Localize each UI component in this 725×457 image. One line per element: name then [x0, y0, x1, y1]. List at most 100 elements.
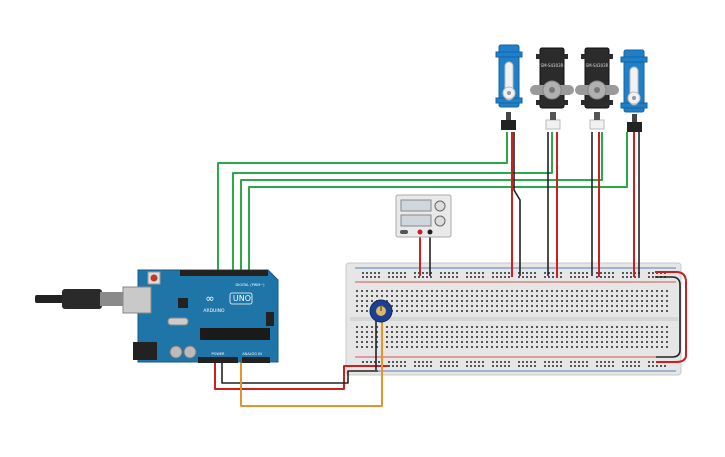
breadboard-hole — [366, 305, 368, 307]
breadboard-hole — [531, 300, 533, 302]
breadboard-hole — [361, 326, 363, 328]
breadboard-hole — [496, 290, 498, 292]
breadboard-hole — [652, 361, 654, 363]
breadboard-hole — [526, 276, 528, 278]
breadboard-hole — [356, 305, 358, 307]
breadboard-hole — [516, 310, 518, 312]
breadboard-hole — [426, 300, 428, 302]
breadboard-hole — [656, 331, 658, 333]
breadboard-hole — [431, 341, 433, 343]
breadboard-hole — [521, 310, 523, 312]
breadboard-hole — [374, 276, 376, 278]
potentiometer[interactable] — [369, 299, 393, 323]
breadboard-hole — [534, 361, 536, 363]
breadboard[interactable] — [345, 262, 682, 376]
breadboard-hole — [646, 331, 648, 333]
wires — [214, 132, 687, 407]
servo-motor-3[interactable]: SM-S4303R — [575, 47, 619, 130]
breadboard-hole — [600, 361, 602, 363]
breadboard-hole — [496, 361, 498, 363]
breadboard-hole — [556, 290, 558, 292]
breadboard-hole — [651, 326, 653, 328]
breadboard-hole — [591, 305, 593, 307]
breadboard-hole — [616, 305, 618, 307]
breadboard-hole — [641, 346, 643, 348]
breadboard-hole — [506, 331, 508, 333]
breadboard-hole — [500, 365, 502, 367]
breadboard-hole — [452, 361, 454, 363]
breadboard-hole — [521, 290, 523, 292]
breadboard-hole — [422, 361, 424, 363]
breadboard-hole — [636, 326, 638, 328]
breadboard-hole — [616, 300, 618, 302]
breadboard-hole — [356, 336, 358, 338]
breadboard-hole — [518, 361, 520, 363]
breadboard-hole — [631, 310, 633, 312]
breadboard-hole — [541, 295, 543, 297]
breadboard-hole — [356, 341, 358, 343]
breadboard-hole — [544, 361, 546, 363]
breadboard-hole — [376, 326, 378, 328]
breadboard-hole — [570, 365, 572, 367]
breadboard-hole — [416, 300, 418, 302]
power-header — [198, 357, 238, 363]
breadboard-hole — [612, 276, 614, 278]
breadboard-hole — [456, 295, 458, 297]
servo-motor-2[interactable]: SM-S4303R — [530, 47, 574, 130]
breadboard-hole — [501, 305, 503, 307]
breadboard-hole — [440, 272, 442, 274]
breadboard-hole — [378, 276, 380, 278]
breadboard-hole — [586, 361, 588, 363]
breadboard-hole — [591, 310, 593, 312]
breadboard-hole — [421, 300, 423, 302]
arduino-uno[interactable]: ∞ UNO ARDUINO DIGITAL (PWM~) POWER ANALO… — [122, 269, 279, 363]
breadboard-hole — [561, 341, 563, 343]
breadboard-hole — [476, 290, 478, 292]
breadboard-hole — [466, 341, 468, 343]
breadboard-hole — [436, 346, 438, 348]
breadboard-hole — [501, 295, 503, 297]
breadboard-hole — [546, 290, 548, 292]
breadboard-hole — [436, 300, 438, 302]
breadboard-hole — [544, 276, 546, 278]
breadboard-hole — [638, 361, 640, 363]
breadboard-hole — [656, 295, 658, 297]
breadboard-hole — [581, 290, 583, 292]
breadboard-hole — [381, 290, 383, 292]
breadboard-hole — [521, 341, 523, 343]
servo-motor-1[interactable] — [495, 44, 523, 130]
breadboard-hole — [608, 361, 610, 363]
breadboard-hole — [421, 290, 423, 292]
breadboard-hole — [566, 300, 568, 302]
breadboard-hole — [530, 276, 532, 278]
breadboard-hole — [626, 272, 628, 274]
breadboard-hole — [501, 346, 503, 348]
power-supply[interactable] — [395, 194, 452, 238]
breadboard-hole — [631, 300, 633, 302]
breadboard-hole — [496, 341, 498, 343]
breadboard-hole — [491, 305, 493, 307]
breadboard-hole — [536, 290, 538, 292]
breadboard-hole — [451, 331, 453, 333]
breadboard-hole — [391, 346, 393, 348]
servo-motor-4[interactable] — [620, 49, 648, 132]
breadboard-hole — [631, 295, 633, 297]
breadboard-hole — [411, 326, 413, 328]
breadboard-hole — [474, 276, 476, 278]
breadboard-hole — [606, 346, 608, 348]
breadboard-hole — [404, 361, 406, 363]
breadboard-hole — [600, 276, 602, 278]
breadboard-hole — [526, 300, 528, 302]
breadboard-hole — [491, 295, 493, 297]
breadboard-hole — [452, 365, 454, 367]
breadboard-hole — [631, 331, 633, 333]
breadboard-hole — [421, 326, 423, 328]
breadboard-hole — [481, 331, 483, 333]
breadboard-hole — [651, 295, 653, 297]
breadboard-hole — [361, 305, 363, 307]
breadboard-hole — [518, 365, 520, 367]
breadboard-hole — [448, 276, 450, 278]
breadboard-hole — [666, 300, 668, 302]
breadboard-hole — [534, 365, 536, 367]
breadboard-hole — [601, 295, 603, 297]
